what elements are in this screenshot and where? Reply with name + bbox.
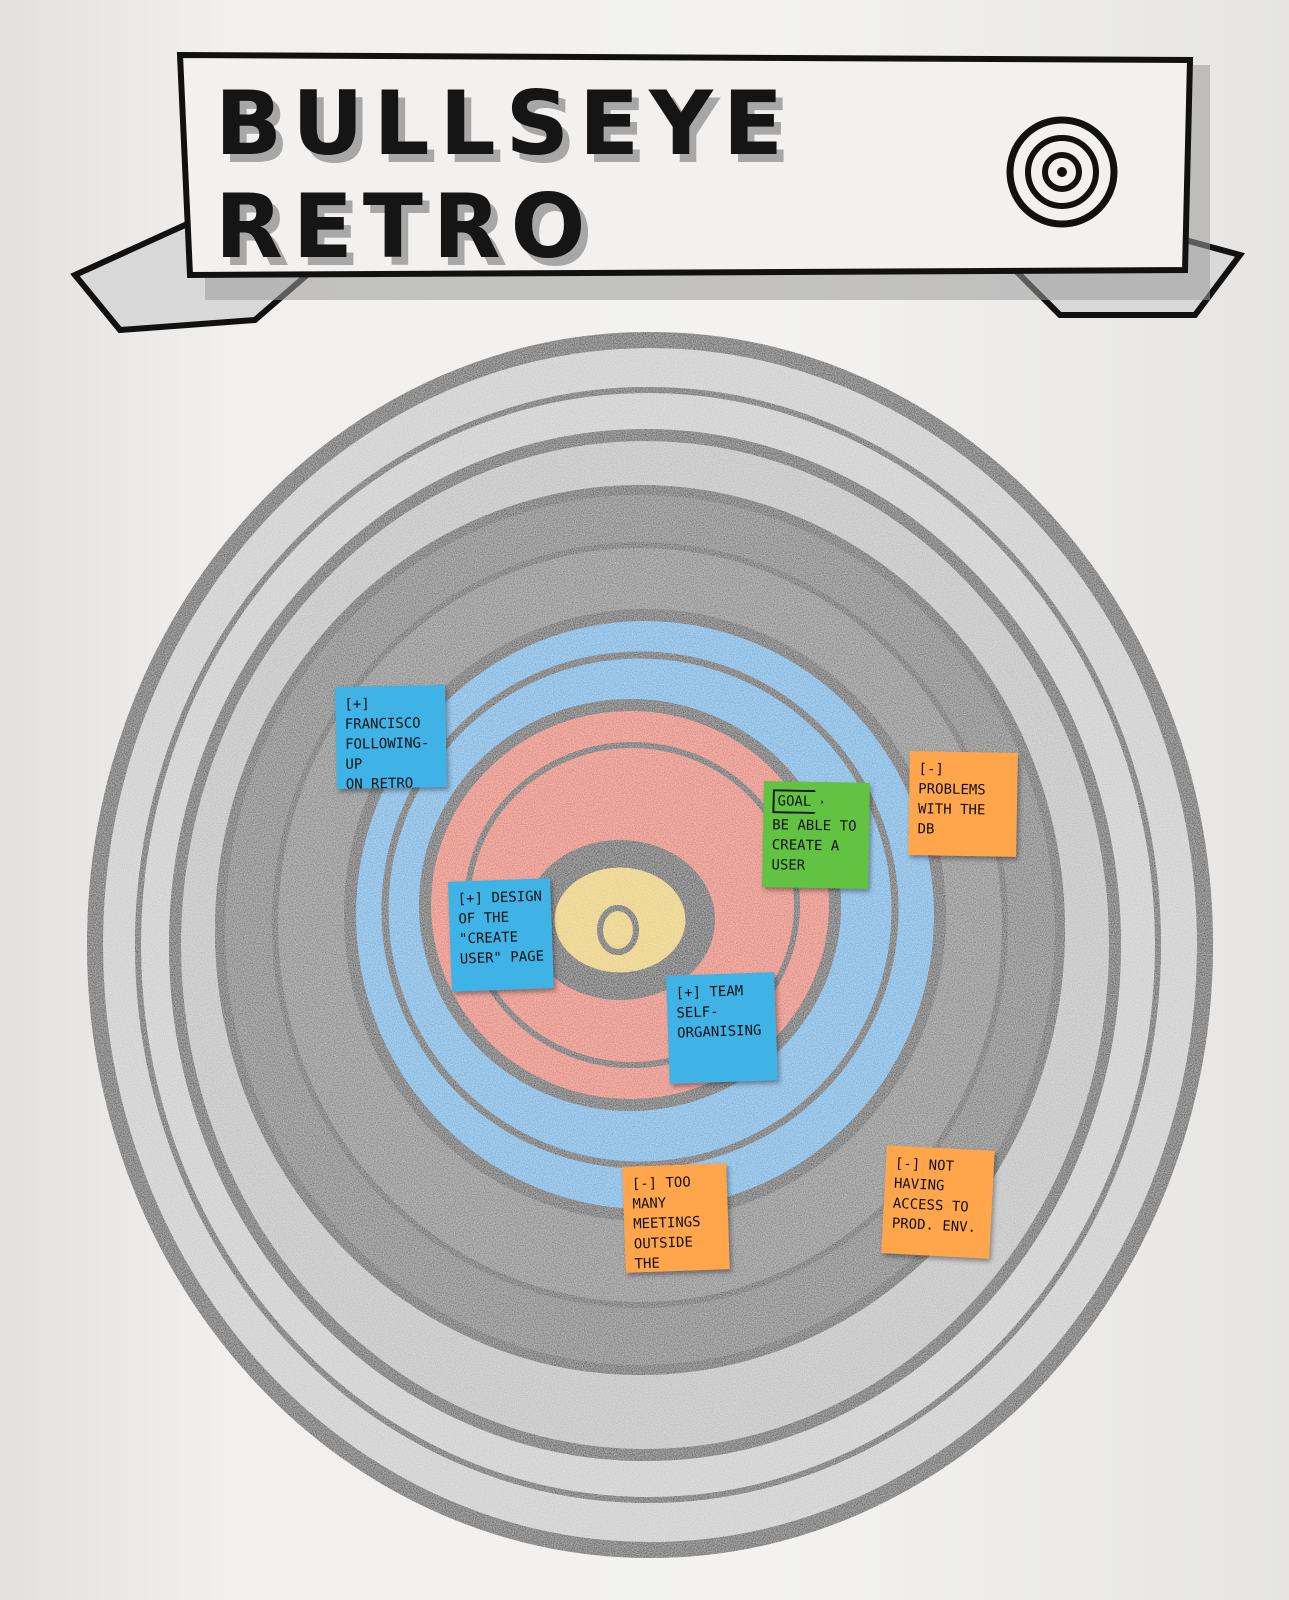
goal-tag: Goal <box>772 789 823 814</box>
note-text: [-] Problems with the DB <box>917 761 986 838</box>
page-title: BULLSEYE RETRO <box>215 72 794 278</box>
note-text: [-] Too many meetings outside the team o… <box>631 1174 701 1273</box>
note-text: [-] Not having access to prod. env. <box>891 1155 977 1237</box>
target <box>87 332 1213 1558</box>
sticky-note-problems-db[interactable]: [-] Problems with the DB <box>908 751 1018 857</box>
note-text: Be able to create a user <box>771 817 857 874</box>
note-text: [+] Francisco Following-up on Retro Acti… <box>344 696 430 789</box>
title-banner <box>70 51 1246 334</box>
sticky-note-team[interactable]: [+] Team self- organising <box>666 972 778 1084</box>
ring-yellow-center <box>552 865 688 975</box>
banner-body <box>176 51 1194 279</box>
sticky-note-meetings[interactable]: [-] Too many meetings outside the team o… <box>622 1163 730 1273</box>
sticky-note-francisco[interactable]: [+] Francisco Following-up on Retro Acti… <box>335 685 447 789</box>
bullseye-dot <box>597 905 639 955</box>
sticky-note-design[interactable]: [+] Design of the "create user" page <box>448 878 554 992</box>
sticky-note-goal[interactable]: Goal Be able to create a user <box>762 781 870 889</box>
note-text: [+] Team self- organising <box>675 983 762 1042</box>
note-text: [+] Design of the "create user" page <box>457 888 545 968</box>
sticky-note-access[interactable]: [-] Not having access to prod. env. <box>881 1145 995 1259</box>
title-target-icon <box>1006 116 1118 228</box>
ring-outer-border <box>87 332 1213 1558</box>
